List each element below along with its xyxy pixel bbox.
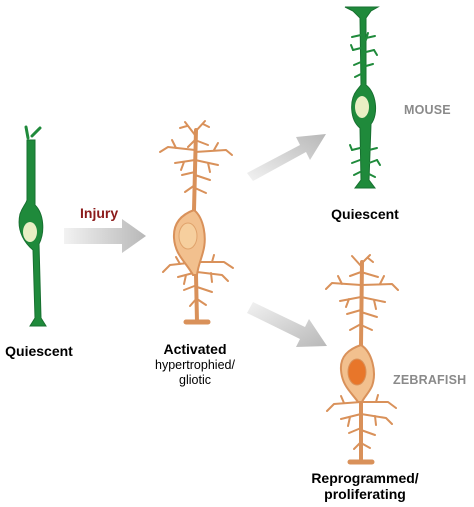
quiescent-nucleus — [23, 222, 37, 242]
reprogrammed-nucleus — [347, 358, 367, 386]
activated-glia — [159, 120, 234, 325]
mouse-label: MOUSE — [404, 103, 451, 117]
reprogrammed-label-line-1: Reprogrammed/ — [311, 470, 419, 486]
activated-sub-line-1: hypertrophied/ — [155, 358, 235, 372]
mouse-quiescent-glia — [344, 6, 381, 189]
quiescent-glia-initial — [18, 125, 47, 327]
quiescent-mouse-label: Quiescent — [331, 206, 399, 222]
zebrafish-reprogrammed-glia — [325, 254, 399, 465]
injury-label: Injury — [80, 205, 119, 221]
reprogrammed-label-line-2: proliferating — [324, 486, 406, 502]
zebrafish-label: ZEBRAFISH — [393, 373, 467, 387]
activated-label: Activated — [163, 341, 227, 357]
activated-nucleus — [178, 222, 198, 250]
mouse-nucleus — [355, 96, 369, 118]
quiescent-initial-label: Quiescent — [5, 343, 73, 359]
arrow-to-mouse — [247, 134, 326, 181]
activated-sub-line-2: gliotic — [179, 373, 211, 387]
injury-arrow — [64, 219, 146, 253]
arrow-to-zebrafish — [247, 302, 327, 347]
